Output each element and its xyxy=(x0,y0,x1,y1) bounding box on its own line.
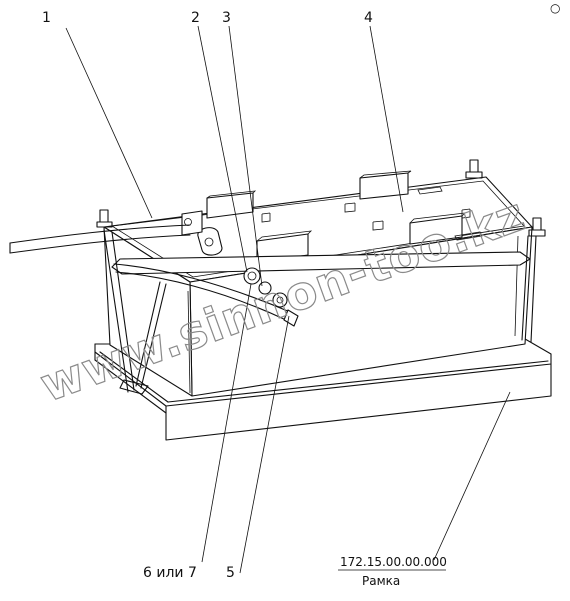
frame-tray xyxy=(94,331,552,441)
drawing-number: 172.15.00.00.000 xyxy=(340,555,447,569)
callout-3: 3 xyxy=(222,10,231,26)
leader-lines xyxy=(65,25,511,574)
hold-down-assembly xyxy=(9,224,537,395)
callout-6-or-7: 6 или 7 xyxy=(143,565,197,581)
corner-mark: ○ xyxy=(550,1,560,15)
callout-4: 4 xyxy=(364,10,373,26)
callout-1: 1 xyxy=(42,10,51,26)
drawing-name: Рамка xyxy=(362,574,400,588)
battery-top-details xyxy=(96,159,546,263)
callout-2: 2 xyxy=(191,10,200,26)
callout-5: 5 xyxy=(226,565,235,581)
